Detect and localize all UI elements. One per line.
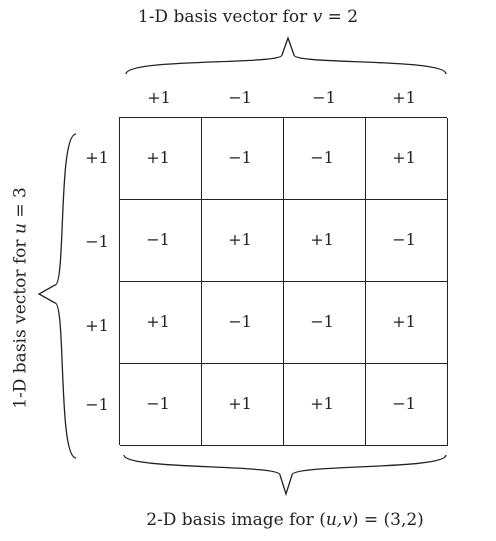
cell-value: +1 (146, 312, 170, 331)
cell-value: +1 (392, 312, 416, 331)
cell-value: −1 (228, 312, 252, 331)
grid-cell: −1 (202, 118, 284, 200)
grid-cell: −1 (120, 200, 202, 282)
bottom-caption-var: u,v (325, 510, 352, 530)
grid-cell: +1 (366, 282, 448, 364)
bottom-caption: 2-D basis image for (u,v) = (3,2) (0, 512, 496, 529)
grid-cell: −1 (366, 364, 448, 446)
row-vector-entry: +1 (85, 148, 109, 167)
cell-value: −1 (228, 148, 252, 167)
basis-image-grid: +1 −1 −1 +1 −1 +1 +1 −1 +1 −1 −1 +1 −1 +… (119, 117, 448, 446)
column-vector-entry: +1 (147, 88, 171, 107)
column-vector-entry: −1 (312, 88, 336, 107)
grid-cell: +1 (120, 118, 202, 200)
grid-cell: −1 (284, 282, 366, 364)
grid-cell: +1 (284, 364, 366, 446)
top-caption: 1-D basis vector for v = 2 (0, 9, 496, 26)
cell-value: +1 (310, 230, 334, 249)
grid-cell: +1 (366, 118, 448, 200)
top-caption-suffix: = 2 (322, 7, 359, 27)
row-vector-entry: −1 (85, 395, 109, 414)
cell-value: +1 (392, 148, 416, 167)
cell-value: −1 (310, 312, 334, 331)
bottom-caption-suffix: ) = (3,2) (351, 510, 424, 530)
row-vector-entry: +1 (85, 316, 109, 335)
column-vector-entry: +1 (392, 88, 416, 107)
left-caption-var: u (10, 223, 31, 235)
cell-value: +1 (228, 230, 252, 249)
cell-value: +1 (146, 148, 170, 167)
left-caption: 1-D basis vector for u = 3 (10, 187, 31, 409)
grid-cell: −1 (284, 118, 366, 200)
left-caption-suffix: = 3 (10, 187, 31, 224)
bottom-brace (123, 454, 447, 497)
grid-cell: +1 (202, 200, 284, 282)
bottom-caption-prefix: 2-D basis image for ( (146, 510, 326, 530)
grid-cell: +1 (284, 200, 366, 282)
row-vector-entry: −1 (85, 232, 109, 251)
cell-value: +1 (228, 394, 252, 413)
grid-cell: +1 (120, 282, 202, 364)
grid-cell: −1 (202, 282, 284, 364)
grid-cell: +1 (202, 364, 284, 446)
cell-value: −1 (146, 394, 170, 413)
cell-value: −1 (146, 230, 170, 249)
grid-cell: −1 (120, 364, 202, 446)
cell-value: −1 (392, 230, 416, 249)
top-caption-var: v (312, 7, 323, 27)
column-vector-entry: −1 (228, 88, 252, 107)
cell-value: −1 (392, 394, 416, 413)
grid-cell: −1 (366, 200, 448, 282)
left-caption-prefix: 1-D basis vector for (10, 234, 31, 409)
top-brace (125, 36, 447, 75)
top-caption-prefix: 1-D basis vector for (137, 7, 313, 27)
cell-value: +1 (310, 394, 334, 413)
left-brace (37, 133, 77, 459)
cell-value: −1 (310, 148, 334, 167)
